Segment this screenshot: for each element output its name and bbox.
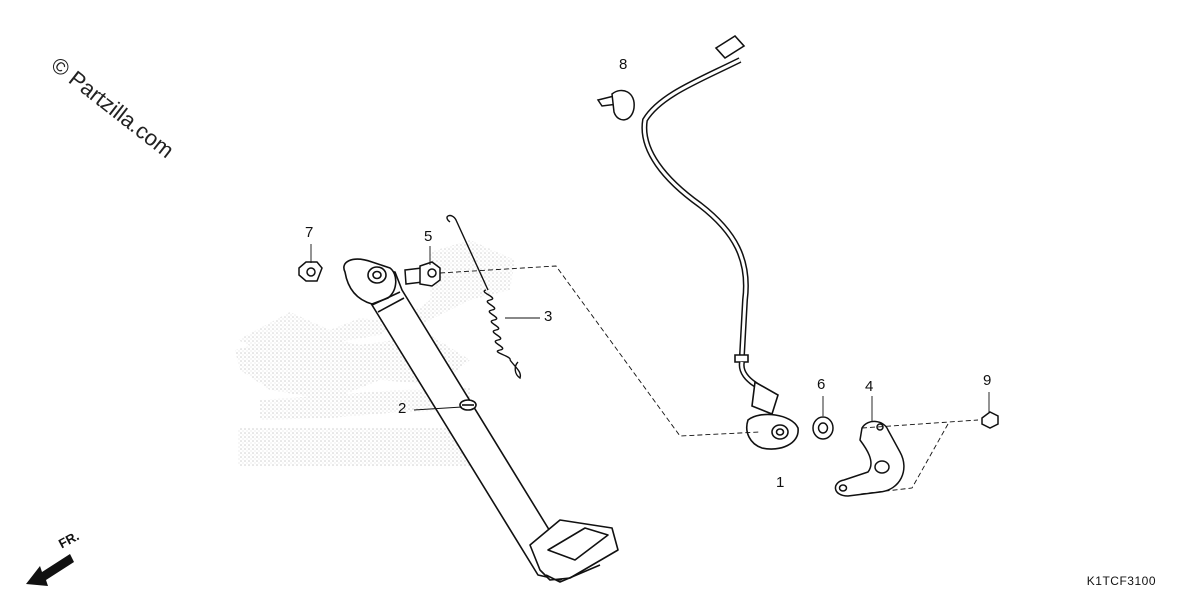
assembly-guide-lines [439,265,979,495]
bracket-4-part [834,420,905,497]
nut-7-part [298,261,323,282]
callout-7: 7 [305,224,314,241]
callout-3: 3 [544,308,553,325]
side-stand-switch-part [641,34,799,450]
callout-6: 6 [817,376,826,393]
callout-9: 9 [983,372,992,389]
bolt-5-part [404,261,441,287]
spring-3-part [446,214,522,380]
callout-4: 4 [865,378,874,395]
callout-8: 8 [619,56,628,73]
clip-8-part [596,89,635,121]
side-stand-part [343,258,619,583]
background-logo [235,240,515,466]
callout-2: 2 [398,400,407,417]
front-direction-arrow-icon [26,554,74,586]
callout-5: 5 [424,228,433,245]
leader-lines [310,244,990,422]
bolt-9-part [981,411,999,429]
callout-1: 1 [776,474,785,491]
diagram-code: K1TCF3100 [1086,574,1156,588]
washer-6-part [812,416,834,440]
